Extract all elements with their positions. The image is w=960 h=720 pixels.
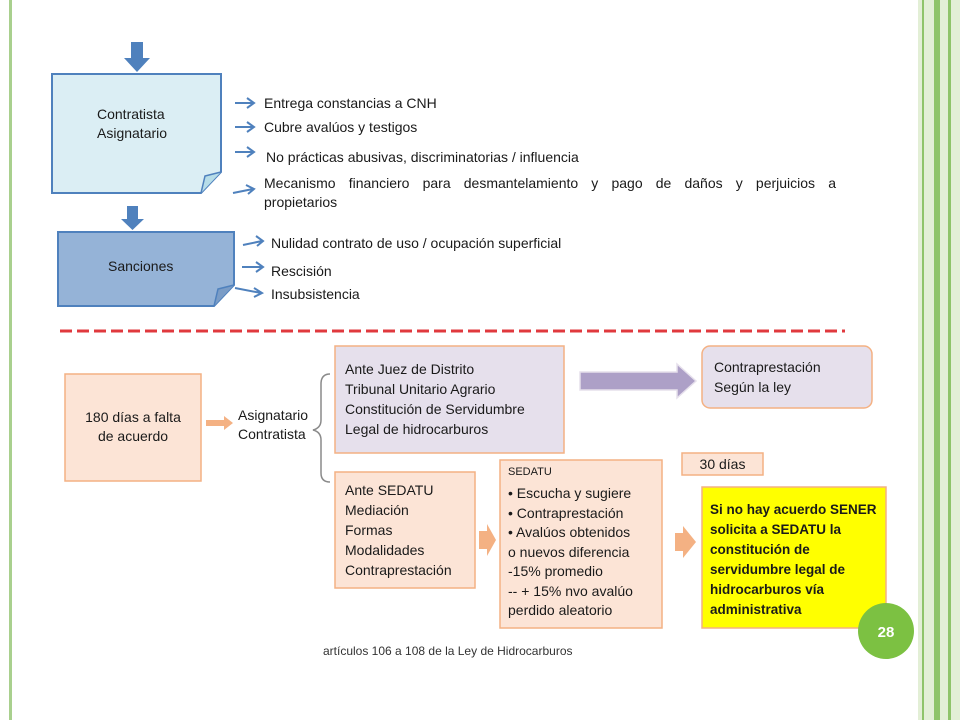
- sedatu-detail-title: SEDATU: [508, 466, 552, 478]
- left-border: [9, 0, 12, 720]
- sedatu-detail-line: perdido aleatorio: [508, 602, 613, 618]
- sedatu-detail-line: o nuevos diferencia: [508, 543, 630, 560]
- judge-box: [334, 345, 565, 454]
- box1-line-1: Contratista: [97, 106, 165, 122]
- sedatu-detail-line: -- + 15% nvo avalúo: [508, 582, 633, 599]
- list-item: Rescisión: [271, 263, 332, 279]
- sedatu-line: Mediación: [345, 502, 409, 518]
- list-item: propietarios: [264, 194, 338, 210]
- judge-line: Constitución de Servidumbre: [345, 401, 525, 417]
- list-item: Mecanismo financiero para desmantelamien…: [264, 175, 836, 191]
- sedatu-line: Modalidades: [345, 542, 425, 558]
- sener-box: [701, 486, 887, 629]
- start-line-1: 180 días a falta: [85, 409, 181, 425]
- sedatu-line: Contraprestación: [345, 562, 452, 578]
- list-item: No prácticas abusivas, discriminatorias …: [266, 149, 579, 165]
- footer-citation: artículos 106 a 108 de la Ley de Hidroca…: [323, 644, 573, 658]
- list-item: Insubsistencia: [271, 286, 360, 302]
- page-number-badge: 28: [858, 603, 914, 659]
- sedatu-detail-line: • Contraprestación: [508, 504, 624, 521]
- judge-line: Tribunal Unitario Agrario: [345, 381, 496, 397]
- sedatu-detail-line: • Escucha y sugiere: [508, 485, 632, 501]
- days-label: 30 días: [699, 456, 746, 472]
- judge-line: Legal de hidrocarburos: [345, 421, 489, 437]
- box1-line-2: Asignatario: [97, 125, 168, 141]
- sedatu-detail-line: • Avalúos obtenidos: [508, 524, 631, 540]
- right-arrow-icon: [579, 362, 698, 400]
- sener-line: hidrocarburos vía: [710, 582, 825, 597]
- right-line-3: [948, 0, 951, 720]
- right-line-1: [922, 0, 924, 720]
- start-box: [64, 373, 202, 482]
- sedatu-detail-box: [499, 459, 663, 629]
- list-item: Nulidad contrato de uso / ocupación supe…: [271, 235, 562, 251]
- party-line-2: Contratista: [238, 426, 306, 442]
- brace: [312, 373, 331, 483]
- down-arrow-icon: [124, 42, 150, 72]
- right-line-2: [934, 0, 940, 720]
- sedatu-line: Ante SEDATU: [345, 482, 434, 498]
- sener-line: solicita a SEDATU la: [710, 522, 842, 537]
- sedatu-detail-line: -15% promedio: [508, 563, 603, 579]
- list-item: Cubre avalúos y testigos: [264, 119, 418, 135]
- start-line-2: de acuerdo: [97, 428, 169, 444]
- result-line: Según la ley: [714, 379, 792, 395]
- sener-line: administrativa: [710, 602, 802, 617]
- right-arrow-icon: [675, 526, 696, 558]
- sener-line: constitución de: [710, 542, 810, 557]
- judge-line: Ante Juez de Distrito: [345, 361, 475, 377]
- right-arrow-icon: [206, 416, 233, 430]
- down-arrow-icon: [121, 206, 144, 230]
- list-item: Entrega constancias a CNH: [264, 95, 437, 111]
- sedatu-box: [334, 471, 476, 589]
- sener-line: Si no hay acuerdo SENER: [710, 502, 877, 517]
- party-line-1: Asignatario: [238, 407, 309, 423]
- result-box: [701, 345, 873, 409]
- right-arrow-icon: [479, 524, 496, 556]
- days-box: [681, 452, 764, 476]
- result-line: Contraprestación: [714, 359, 821, 375]
- sanciones-label: Sanciones: [108, 258, 174, 274]
- sedatu-line: Formas: [345, 522, 393, 538]
- sener-line: servidumbre legal de: [710, 562, 846, 577]
